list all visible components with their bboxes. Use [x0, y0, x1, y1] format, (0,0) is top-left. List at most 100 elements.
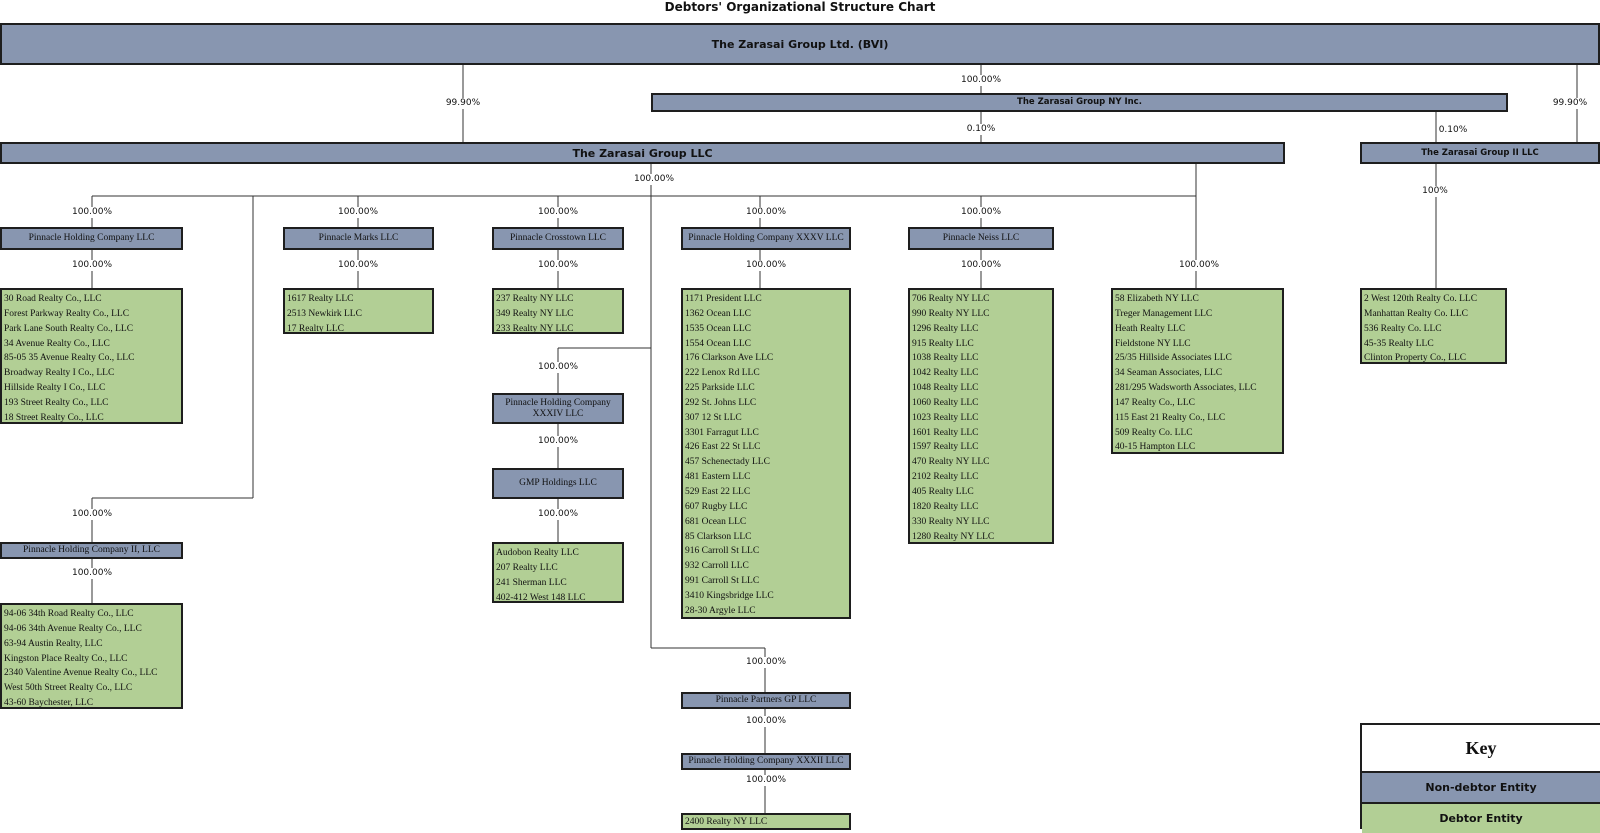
debtor-list-zarasai-llc-direct: 58 Elizabeth NY LLC Treger Management LLC…: [1111, 288, 1284, 454]
entity-zarasai-llc: The Zarasai Group LLC: [0, 142, 1285, 164]
debtor-entity: 34 Seaman Associates, LLC: [1115, 368, 1223, 379]
debtor-list-zarasai-ii: 2 West 120th Realty Co. LLC Manhattan Rea…: [1360, 288, 1507, 364]
debtor-entity: 509 Realty Co. LLC: [1115, 427, 1193, 438]
debtor-entity: 241 Sherman LLC: [496, 577, 567, 588]
debtor-entity: Treger Management LLC: [1115, 308, 1213, 319]
chart-title: Debtors' Organizational Structure Chart: [664, 0, 936, 14]
debtor-entity: 225 Parkside LLC: [685, 383, 755, 394]
pct-gmp-debtors: 100.00%: [536, 509, 580, 520]
debtor-entity: 2102 Realty LLC: [912, 472, 979, 483]
debtor-entity: 3301 Farragut LLC: [685, 427, 759, 438]
entity-pinnacle-holding-xxxii: Pinnacle Holding Company XXXII LLC: [681, 753, 851, 770]
pct-pp-gp: 100.00%: [744, 657, 788, 668]
pct-phc32: 100.00%: [744, 716, 788, 727]
debtor-entity: 2513 Newkirk LLC: [287, 308, 362, 319]
debtor-entity: 1535 Ocean LLC: [685, 323, 751, 334]
debtor-entity: 1362 Ocean LLC: [685, 308, 751, 319]
debtor-entity: 17 Realty LLC: [287, 323, 344, 334]
debtor-entity: 94-06 34th Avenue Realty Co., LLC: [4, 623, 142, 634]
debtor-entity: 25/35 Hillside Associates LLC: [1115, 353, 1232, 364]
debtor-entity: 1280 Realty NY LLC: [912, 531, 995, 542]
debtor-entity: 233 Realty NY LLC: [496, 323, 574, 334]
debtor-entity: 529 East 22 LLC: [685, 486, 751, 497]
debtor-entity: 307 12 St LLC: [685, 412, 742, 423]
entity-pinnacle-holding-xxxiv: Pinnacle Holding Company XXXIV LLC: [492, 393, 624, 424]
entity-pinnacle-holding-ii: Pinnacle Holding Company II, LLC: [0, 542, 183, 559]
debtor-entity: 147 Realty Co., LLC: [1115, 397, 1195, 408]
debtor-entity: 1554 Ocean LLC: [685, 338, 751, 349]
debtor-list-pinnacle-crosstown: 237 Realty NY LLC 349 Realty NY LLC 233 Re…: [492, 288, 624, 334]
entity-zarasai-ii-llc: The Zarasai Group II LLC: [1360, 142, 1600, 164]
debtor-entity: 40-15 Hampton LLC: [1115, 442, 1196, 453]
legend-title: Key: [1465, 737, 1497, 758]
debtor-entity: Clinton Property Co., LLC: [1364, 353, 1467, 364]
debtor-entity: 349 Realty NY LLC: [496, 308, 574, 319]
debtor-entity: 2 West 120th Realty Co. LLC: [1364, 294, 1478, 304]
pct-bvi-ny: 100.00%: [959, 75, 1003, 86]
debtor-entity: 681 Ocean LLC: [685, 516, 747, 527]
debtor-entity: 1048 Realty LLC: [912, 383, 979, 394]
debtor-entity: 237 Realty NY LLC: [496, 294, 574, 304]
debtor-entity: West 50th Street Realty Co., LLC: [4, 683, 133, 694]
entity-pinnacle-holding-xxxv: Pinnacle Holding Company XXXV LLC: [681, 227, 851, 250]
legend-debtor: Debtor Entity: [1362, 802, 1600, 833]
debtor-entity: Audobon Realty LLC: [496, 548, 579, 558]
debtor-entity: 281/295 Wadsworth Associates, LLC: [1115, 383, 1257, 394]
debtor-entity: Manhattan Realty Co. LLC: [1364, 308, 1468, 319]
debtor-entity: 470 Realty NY LLC: [912, 457, 990, 468]
pct-marks: 100.00%: [336, 207, 380, 218]
pct-phc35-debtors: 100.00%: [744, 260, 788, 271]
pct-bvi-ii: 99.90%: [1551, 98, 1589, 109]
debtor-entity: 457 Schenectady LLC: [685, 457, 770, 468]
pct-phc35: 100.00%: [744, 207, 788, 218]
debtor-entity: 43-60 Baychester, LLC: [4, 698, 94, 709]
debtor-entity: 115 East 21 Realty Co., LLC: [1115, 412, 1226, 423]
entity-pinnacle-crosstown: Pinnacle Crosstown LLC: [492, 227, 624, 250]
pct-ny-ii: 0.10%: [1437, 125, 1469, 136]
debtor-entity: Broadway Realty I Co., LLC: [4, 368, 115, 379]
entity-pinnacle-holding: Pinnacle Holding Company LLC: [0, 227, 183, 250]
debtor-entity: 222 Lenox Rd LLC: [685, 368, 760, 379]
pct-phc32-debtors: 100.00%: [744, 775, 788, 786]
debtor-entity: 30 Road Realty Co., LLC: [4, 294, 102, 304]
debtor-entity: 706 Realty NY LLC: [912, 294, 990, 304]
debtor-entity: 176 Clarkson Ave LLC: [685, 353, 774, 364]
pct-phc24: 100.00%: [536, 362, 580, 373]
debtor-entity: 932 Carroll LLC: [685, 561, 749, 572]
debtor-entity: 915 Realty LLC: [912, 338, 974, 349]
debtor-entity: 3410 Kingsbridge LLC: [685, 590, 774, 601]
pct-ii-sub: 100%: [1421, 186, 1449, 197]
debtor-entity: 94-06 34th Road Realty Co., LLC: [4, 609, 134, 619]
entity-pinnacle-neiss: Pinnacle Neiss LLC: [908, 227, 1054, 250]
pct-marks-debtors: 100.00%: [336, 260, 380, 271]
debtor-entity: 481 Eastern LLC: [685, 472, 751, 483]
pct-bvi-llc: 99.90%: [444, 98, 482, 109]
debtor-entity: Fieldstone NY LLC: [1115, 338, 1191, 349]
debtor-entity: 1820 Realty LLC: [912, 501, 979, 512]
debtor-entity: Park Lane South Realty Co., LLC: [4, 323, 134, 334]
pct-phc2-debtors: 100.00%: [70, 568, 114, 579]
pct-ny-llc: 0.10%: [965, 124, 997, 135]
debtor-entity: Hillside Realty I Co., LLC: [4, 383, 106, 394]
debtor-entity: Kingston Place Realty Co., LLC: [4, 653, 128, 664]
debtor-entity: 45-35 Realty LLC: [1364, 338, 1434, 349]
pct-llc-bus: 100.00%: [632, 174, 676, 185]
debtor-entity: 536 Realty Co. LLC: [1364, 323, 1442, 334]
debtor-entity: 402-412 West 148 LLC: [496, 592, 586, 603]
entity-zarasai-ny-inc: The Zarasai Group NY Inc.: [651, 93, 1508, 112]
debtor-entity: 18 Street Realty Co., LLC: [4, 412, 104, 423]
debtor-entity: Heath Realty LLC: [1115, 323, 1186, 334]
legend-key: Key Non-debtor Entity Debtor Entity: [1360, 723, 1600, 833]
pct-crosstown: 100.00%: [536, 207, 580, 218]
pct-neiss-debtors: 100.00%: [959, 260, 1003, 271]
debtor-entity: 1597 Realty LLC: [912, 442, 979, 453]
debtor-entity: 58 Elizabeth NY LLC: [1115, 294, 1199, 304]
debtor-entity: 1060 Realty LLC: [912, 397, 979, 408]
debtor-entity: 607 Rugby LLC: [685, 501, 748, 512]
